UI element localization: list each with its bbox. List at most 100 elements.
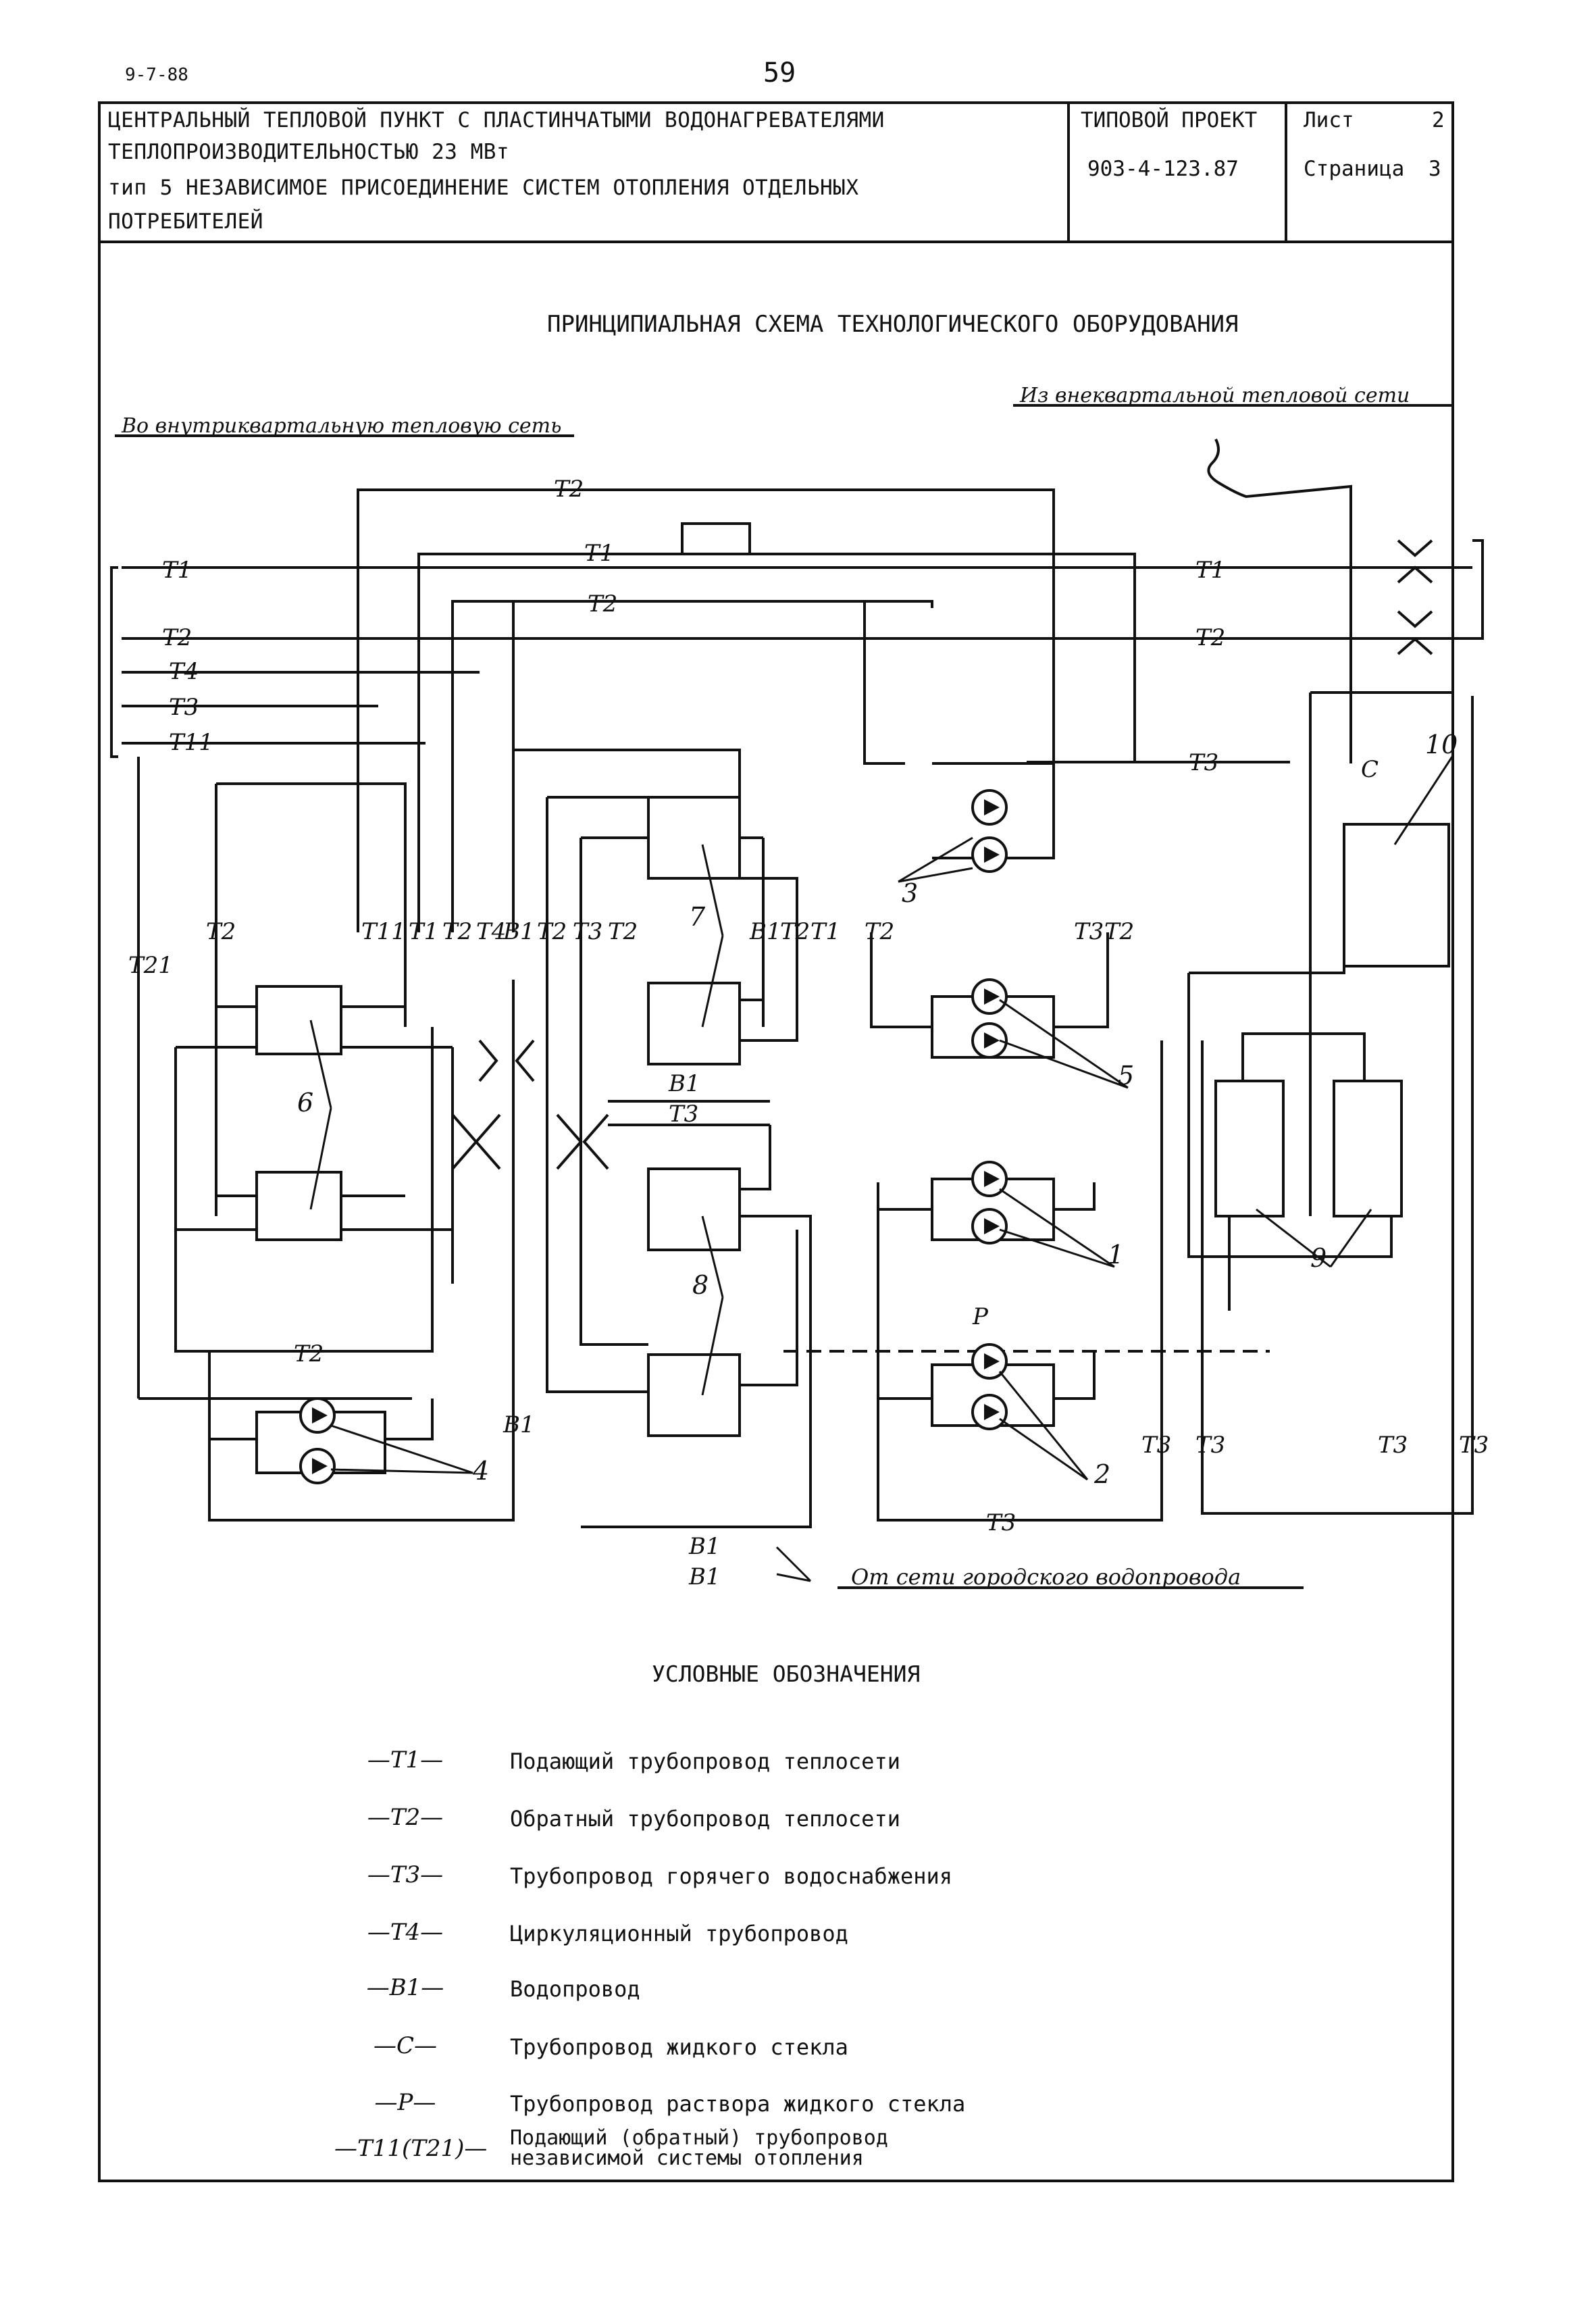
tank9-bottom: [1202, 1216, 1393, 1311]
loop-t1: [417, 522, 751, 932]
line-label-t2: Т2: [1195, 624, 1225, 651]
line-label-t2: Т2: [206, 918, 236, 945]
legend-code: —В1—: [366, 1974, 444, 2001]
valve-icon: [478, 1039, 535, 1082]
hx8-t3: [740, 1125, 771, 1190]
b1-t3-crossover: [608, 1100, 770, 1126]
equipment-label-2: 2: [1093, 1459, 1110, 1489]
hx6-return: [174, 1027, 434, 1353]
heat-exchanger-7a: [647, 796, 741, 880]
line-label-t2: Т2: [608, 918, 638, 945]
equipment-label-10: 10: [1425, 730, 1458, 759]
leader-8: [701, 1215, 724, 1396]
legend-description: Циркуляционный трубопровод: [510, 1921, 848, 1946]
line-label-t2: Т2: [588, 590, 617, 618]
heat-exchanger-7b: [647, 982, 741, 1065]
leader-b1: [775, 1546, 812, 1582]
line-label-p: Р: [972, 1303, 989, 1330]
line-label-t3: Т3: [1378, 1432, 1408, 1459]
pump-group-4-loop: [208, 980, 515, 1521]
hx8-outlet: [581, 1215, 812, 1528]
hx7-b1: [740, 877, 798, 1042]
leader-3: [898, 836, 973, 883]
equipment-label-4: 4: [472, 1456, 489, 1486]
legend-description: Подающий (обратный) трубопровод независи…: [510, 2126, 888, 2170]
valve-icon: [451, 1113, 501, 1170]
note-to-network: Во внутриквартальную тепловую сеть: [121, 414, 561, 438]
line-label-b1: В1: [668, 1070, 700, 1097]
line-label-t3: Т3: [1141, 1432, 1171, 1459]
line-label-t3: Т3: [986, 1509, 1016, 1536]
leader-10: [1393, 756, 1453, 845]
equipment-label-8: 8: [692, 1270, 709, 1300]
line-label-t1: Т1: [1195, 557, 1225, 584]
pump-icon: [984, 988, 1000, 1049]
leader-2: [998, 1371, 1089, 1481]
hx8-return: [740, 1230, 798, 1386]
leader-1: [999, 1188, 1115, 1268]
line-label-b1: В1: [503, 918, 535, 945]
hx6-t2: [341, 1046, 454, 1284]
line-label-t2: Т2: [294, 1340, 324, 1367]
pump-icon: [312, 1407, 328, 1474]
legend-description: Трубопровод горячего водоснабжения: [510, 1863, 953, 1889]
title-block: [98, 101, 1454, 243]
legend-code: —Т1—: [367, 1746, 444, 1774]
line-label-t3: Т3: [1074, 918, 1104, 945]
equipment-label-7: 7: [689, 902, 706, 932]
b1-riser: [546, 796, 648, 1393]
page-number: 59: [763, 57, 796, 89]
incoming-line: [1207, 438, 1352, 763]
note-from-network: Из внеквартальной тепловой сети: [1019, 384, 1410, 407]
project-label: ТИПОВОЙ ПРОЕКТ: [1081, 108, 1258, 132]
line-label-t2: Т2: [780, 918, 810, 945]
hx6-outlets: [341, 1005, 405, 1197]
scheme-labels: Во внутриквартальную тепловую сеть Из вн…: [121, 384, 1489, 1590]
legend-description: Трубопровод раствора жидкого стекла: [510, 2091, 966, 2117]
loop-t2-middle: [451, 600, 933, 932]
equipment-label-6: 6: [297, 1088, 313, 1117]
equipment-label-9: 9: [1310, 1243, 1327, 1273]
t3-riser: [580, 836, 648, 1346]
line-label-c: С: [1361, 756, 1379, 783]
leader-7: [701, 844, 724, 1028]
sheet-corner-code: 9-7-88: [125, 65, 188, 85]
line-label-t11: Т11: [169, 729, 213, 756]
equipment-label-3: 3: [902, 878, 918, 908]
line-label-t3: Т3: [1195, 1432, 1225, 1459]
t3-outer: [1201, 696, 1474, 1515]
leader-5: [999, 999, 1129, 1089]
line-label-b1: В1: [688, 1533, 721, 1560]
heat-exchanger-8b: [647, 1353, 741, 1437]
line-label-t2: Т2: [865, 918, 894, 945]
drawing-frame: [98, 101, 1454, 2182]
hx7-outlet: [740, 836, 765, 1027]
line-label-t1: Т1: [162, 557, 192, 584]
leader-4: [330, 1424, 473, 1474]
tank-10: [1343, 823, 1450, 967]
equipment-label-1: 1: [1108, 1240, 1124, 1269]
hx6-inlets: [216, 1005, 257, 1197]
dosing-tank-9b: [1333, 1080, 1403, 1217]
sheet-label: Лист: [1304, 108, 1354, 132]
line-label-t11: Т11: [361, 918, 406, 945]
line-label-t4: Т4: [476, 918, 506, 945]
dosing-tank-9a: [1214, 1080, 1285, 1217]
pump-icon: [984, 1171, 1000, 1234]
legend-code: —Т3—: [367, 1861, 444, 1888]
line-label-b1: В1: [749, 918, 781, 945]
line-label-t1: Т1: [584, 540, 614, 567]
leader-9: [1256, 1208, 1372, 1268]
line-label-t3: Т3: [573, 918, 602, 945]
heat-exchanger-6a: [255, 985, 342, 1055]
valves: [451, 539, 1433, 1170]
diagram-heading: ПРИНЦИПИАЛЬНАЯ СХЕМА ТЕХНОЛОГИЧЕСКОГО ОБ…: [547, 311, 1239, 338]
title-line: ПОТРЕБИТЕЛЕЙ: [108, 209, 263, 234]
pump-icon: [984, 1353, 1000, 1420]
line-label-t1: Т1: [409, 918, 438, 945]
line-label-t2: Т2: [162, 624, 192, 651]
page-value: 3: [1428, 157, 1441, 181]
line-label-b1: В1: [688, 1563, 721, 1590]
heat-exchanger-6b: [255, 1171, 342, 1241]
